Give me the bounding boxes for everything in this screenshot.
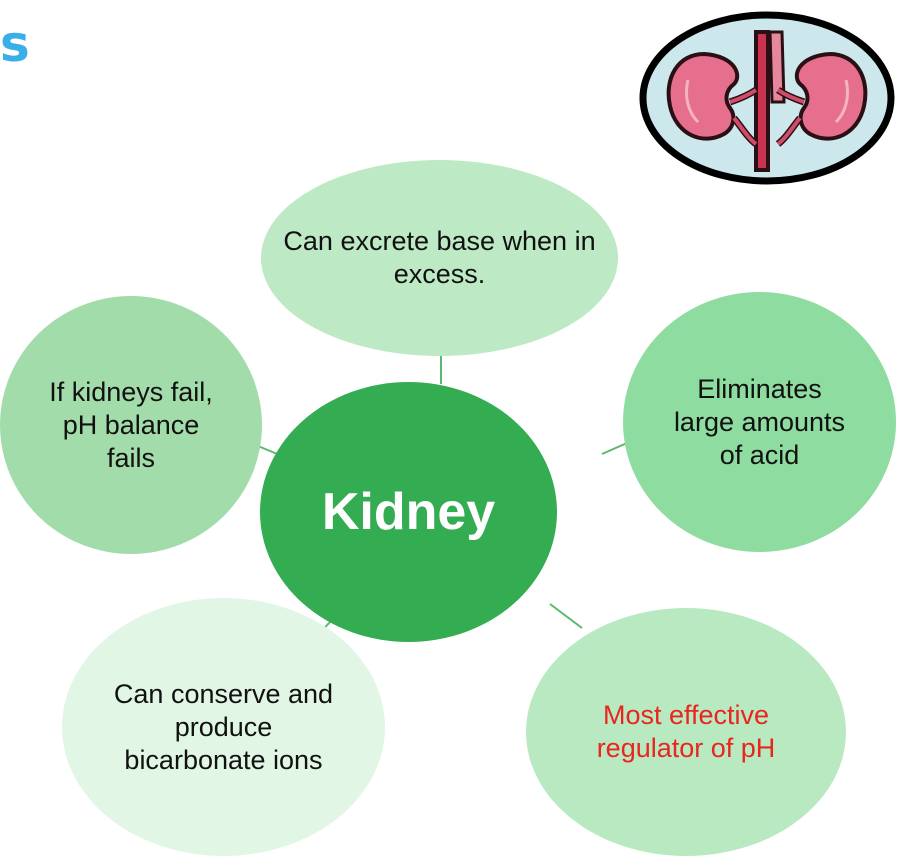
node-right: Eliminates large amounts of acid <box>623 292 896 552</box>
node-right-text: Eliminates large amounts of acid <box>673 373 846 472</box>
connector-bottom-right <box>550 604 582 628</box>
node-top-text: Can excrete base when in excess. <box>261 225 618 291</box>
connector-right <box>602 443 627 454</box>
node-bottom-right: Most effective regulator of pH <box>526 608 846 856</box>
node-top: Can excrete base when in excess. <box>261 160 618 356</box>
kidney-icon <box>638 10 896 186</box>
node-bottom-left: Can conserve and produce bicarbonate ion… <box>62 598 385 856</box>
node-bottom-right-text: Most effective regulator of pH <box>570 699 802 765</box>
node-bottom-left-text: Can conserve and produce bicarbonate ion… <box>102 678 345 777</box>
node-left-text: If kidneys fail, pH balance fails <box>38 376 224 475</box>
center-node-label: Kidney <box>322 496 495 529</box>
center-node: Kidney <box>260 382 557 642</box>
node-left: If kidneys fail, pH balance fails <box>0 296 262 554</box>
